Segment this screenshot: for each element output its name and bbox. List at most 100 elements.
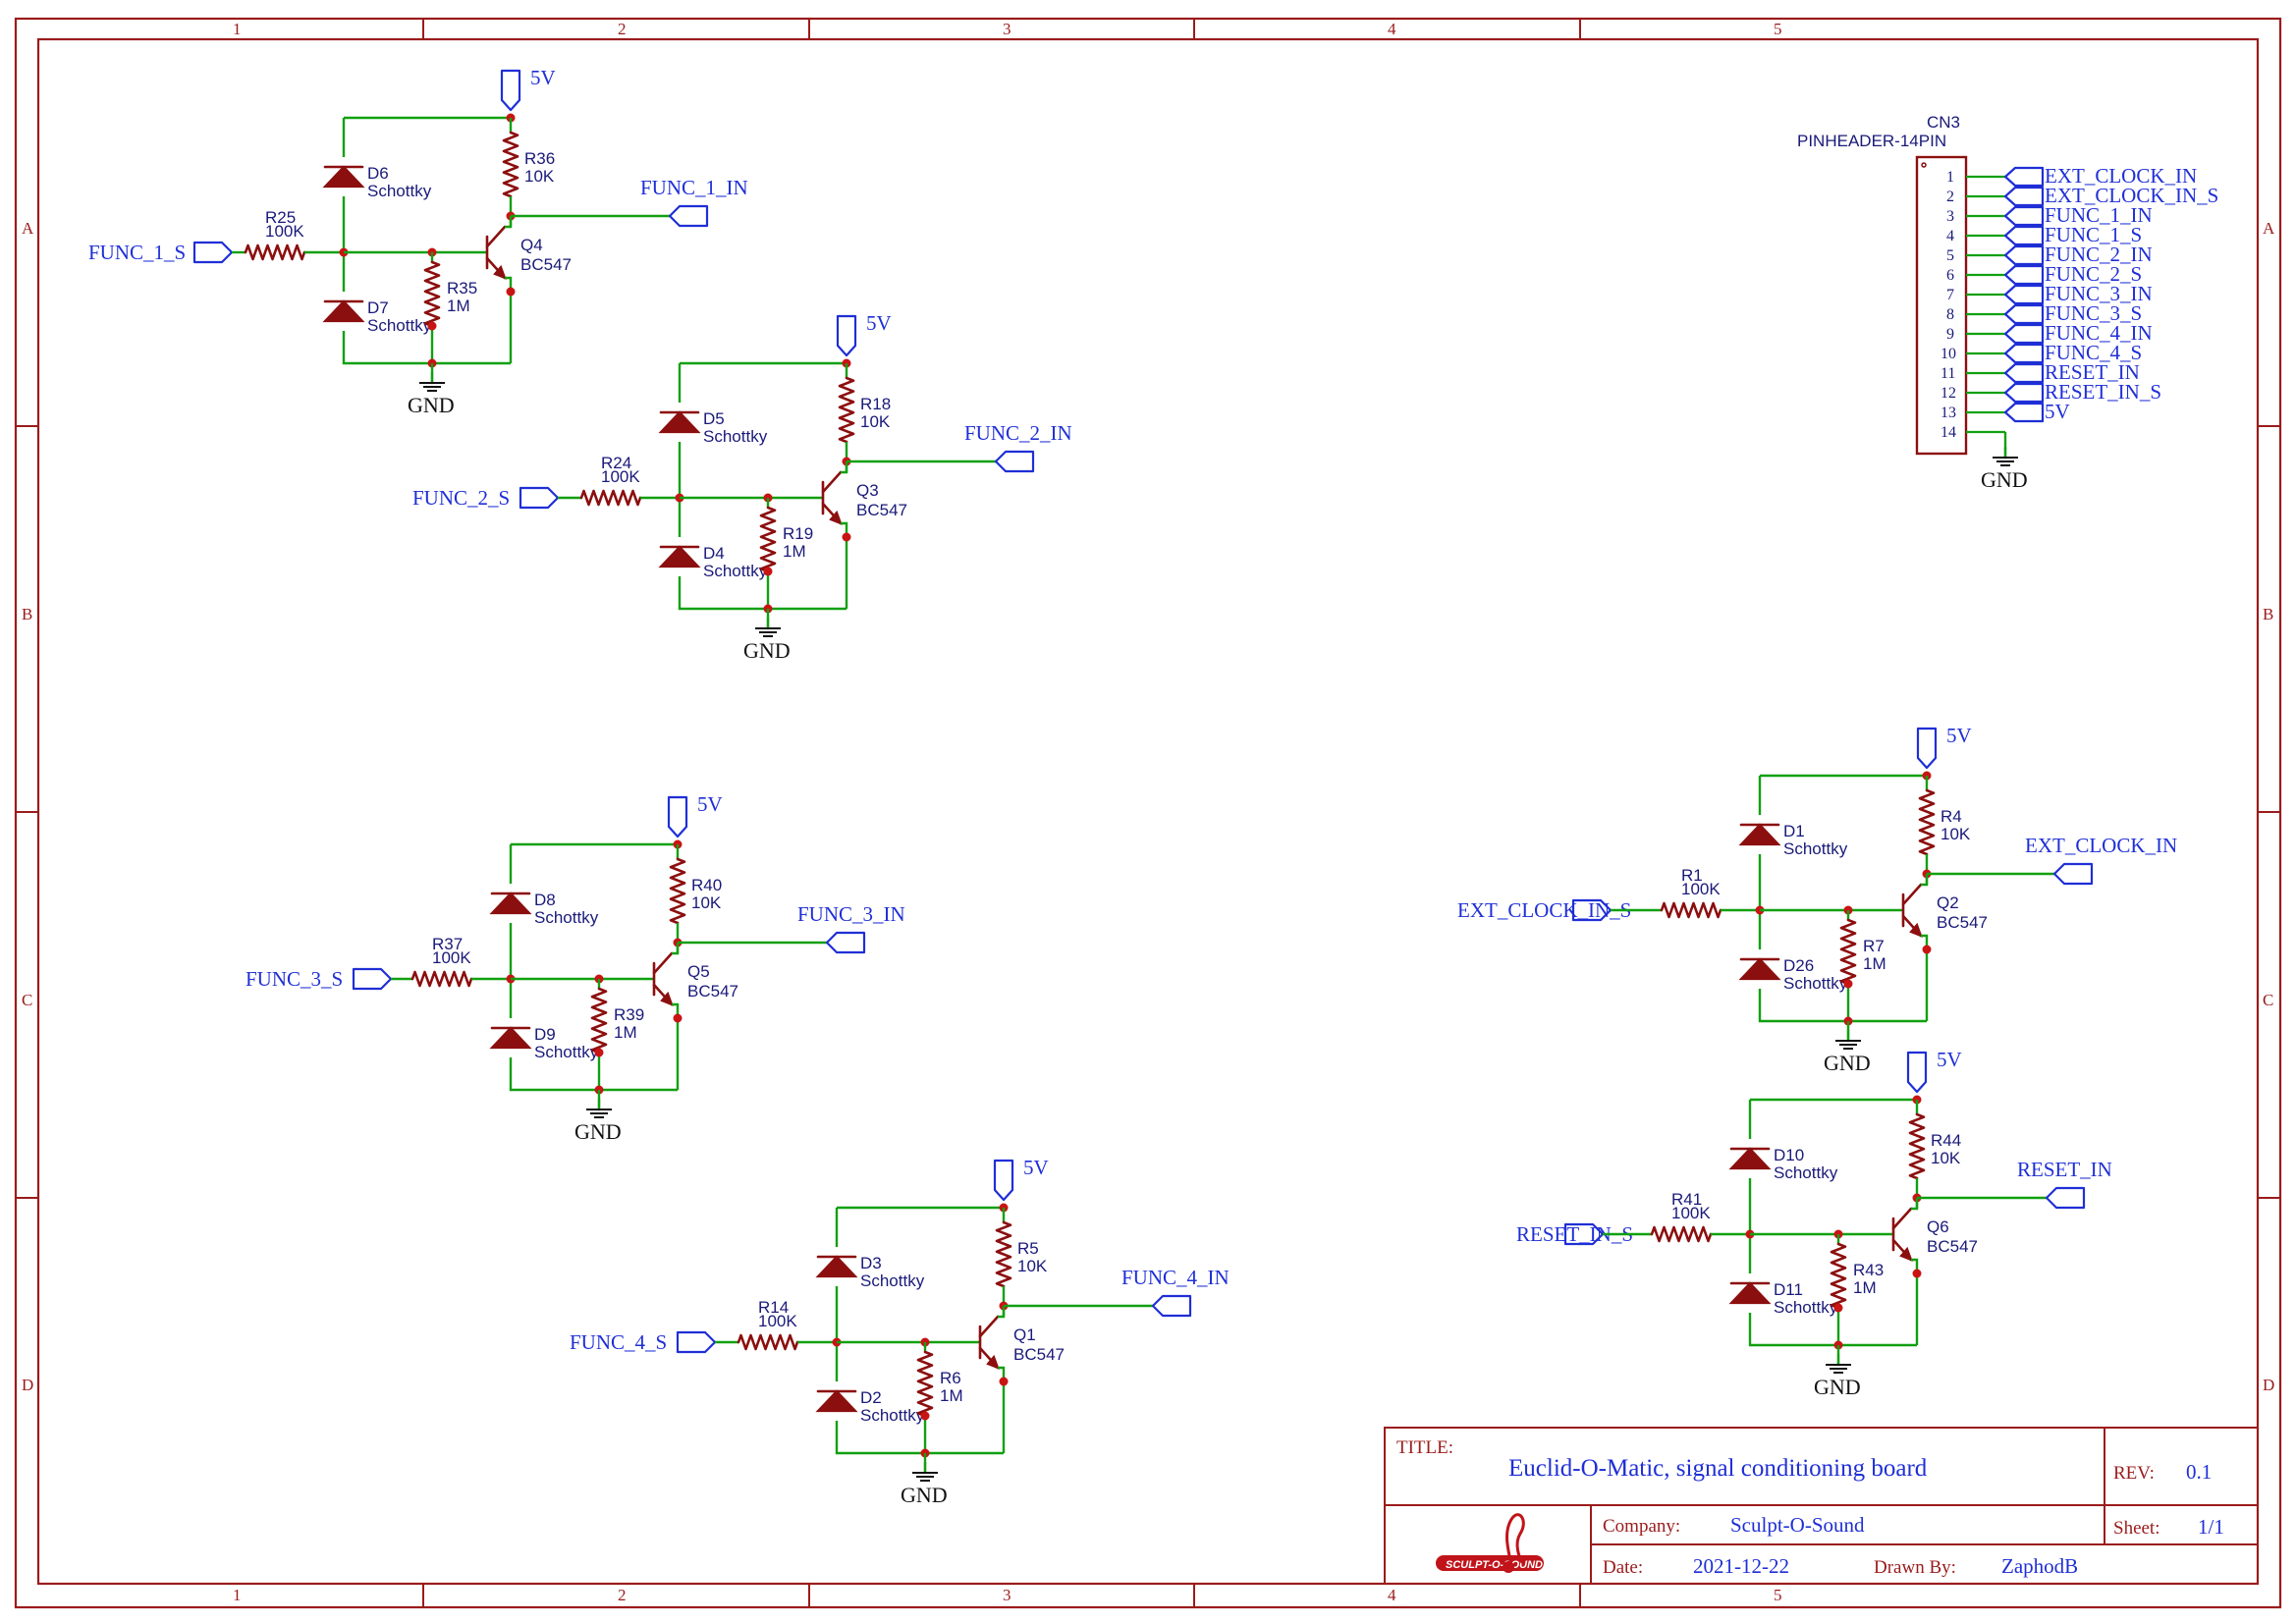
wire	[1758, 989, 1927, 1023]
resistor-ref: R44	[1931, 1131, 1961, 1150]
grid-row-right: A	[2263, 219, 2275, 238]
wire	[509, 1057, 678, 1092]
page-title: Euclid-O-Matic, signal conditioning boar…	[1508, 1455, 1928, 1482]
diode-value: Schottky	[1774, 1298, 1838, 1317]
net-label: FUNC_1_S	[88, 241, 186, 264]
net-port-in: EXT_CLOCK_IN_S	[1457, 898, 1631, 922]
net-port-out: FUNC_1_IN	[640, 176, 748, 228]
net-label: EXT_CLOCK_IN_S	[1457, 898, 1631, 922]
resistor-r4	[1918, 788, 1936, 856]
net-port-out: FUNC_2_IN	[964, 421, 1072, 473]
gnd-label: GND	[1824, 1051, 1871, 1075]
resistor-ref: R5	[1017, 1239, 1039, 1258]
resistor-ref: R7	[1863, 937, 1885, 955]
wire	[672, 943, 680, 955]
gnd-symbol: GND	[408, 371, 455, 417]
pin-net-flag	[2003, 402, 2045, 423]
title-key: TITLE:	[1396, 1437, 1453, 1458]
stage-func2: 5VD5SchottkyD4SchottkyFUNC_2_SR24100KR19…	[412, 311, 1072, 663]
transistor-q5	[652, 951, 674, 1006]
transistor-q1	[978, 1315, 1000, 1370]
net-port-in: FUNC_4_S	[570, 1330, 717, 1354]
resistor-r6	[916, 1350, 934, 1418]
grid-col-bottom: 5	[1774, 1586, 1782, 1604]
diode-ref: D3	[860, 1254, 882, 1272]
net-label: FUNC_2_S	[412, 486, 510, 510]
diode-ref: D9	[534, 1025, 556, 1044]
pin-net-flag	[2003, 225, 2045, 246]
supply-5v-flag: 5V	[667, 792, 723, 839]
pin-net-label: FUNC_4_S	[2045, 341, 2142, 364]
pin-net-label: FUNC_3_IN	[2045, 282, 2153, 305]
pin-number: 8	[1946, 306, 1954, 323]
diode-value: Schottky	[703, 427, 768, 446]
resistor-value: 100K	[758, 1312, 797, 1330]
resistor-ref: R36	[524, 149, 555, 168]
diode-value: Schottky	[367, 316, 432, 335]
pin-net-flag	[2003, 323, 2045, 345]
net-label: FUNC_4_S	[570, 1330, 667, 1354]
resistor-ref: R37	[432, 935, 463, 953]
transistor-value: BC547	[1013, 1345, 1065, 1364]
net-port-in: FUNC_1_S	[88, 241, 234, 264]
diode-ref: D6	[367, 164, 389, 183]
rev-value: 0.1	[2186, 1460, 2212, 1484]
wire	[835, 1421, 1004, 1455]
resistor-r1	[1660, 901, 1722, 919]
resistor-r24	[579, 489, 642, 507]
diode-ref: D10	[1774, 1146, 1804, 1164]
net-port-in: FUNC_2_S	[412, 486, 560, 510]
diode-ref: D11	[1774, 1280, 1803, 1299]
diode-ref: D26	[1783, 956, 1814, 975]
gnd-label: GND	[1814, 1375, 1861, 1399]
supply-5v-flag: 5V	[836, 311, 892, 357]
junction-dot	[999, 1377, 1009, 1386]
diode-d3	[815, 1255, 858, 1278]
stage-reset: 5VD10SchottkyD11SchottkyRESET_IN_SR41100…	[1516, 1048, 2112, 1399]
resistor-r14	[737, 1333, 799, 1351]
wire	[678, 576, 847, 611]
junction-dot	[427, 321, 437, 331]
grid-col-bottom: 1	[233, 1586, 242, 1604]
junction-dot	[1912, 1269, 1922, 1278]
supply-5v-flag: 5V	[500, 66, 556, 112]
diode-ref: D4	[703, 544, 725, 563]
grid-col-bottom: 3	[1003, 1586, 1011, 1604]
drawn-by-key: Drawn By:	[1874, 1557, 1956, 1578]
stage-func4: 5VD3SchottkyD2SchottkyFUNC_4_SR14100KR61…	[570, 1156, 1230, 1507]
pin-net-flag	[2003, 362, 2045, 384]
resistor-value: 100K	[1681, 880, 1721, 898]
diode-d9	[489, 1026, 532, 1050]
resistor-ref: R39	[614, 1005, 644, 1024]
resistor-ref: R6	[940, 1369, 961, 1387]
pin-number: 3	[1946, 208, 1954, 225]
pin-net-label: FUNC_1_IN	[2045, 203, 2153, 227]
resistor-value: 1M	[940, 1386, 963, 1405]
transistor-q4	[485, 225, 507, 280]
net-port-out: EXT_CLOCK_IN	[2025, 834, 2177, 886]
resistor-r43	[1830, 1242, 1847, 1310]
supply-label: 5V	[1937, 1048, 1962, 1071]
date-key: Date:	[1603, 1557, 1643, 1578]
pin-net-label: FUNC_1_S	[2045, 223, 2142, 246]
resistor-r36	[502, 131, 519, 198]
connector-ref: CN3	[1927, 113, 1960, 132]
wire	[505, 216, 513, 229]
junction-dot	[1833, 1303, 1843, 1313]
net-label: FUNC_4_IN	[1121, 1266, 1230, 1289]
wire	[998, 1306, 1006, 1319]
grid-col-bottom: 2	[618, 1586, 627, 1604]
resistor-r41	[1650, 1225, 1713, 1243]
transistor-value: BC547	[856, 501, 907, 519]
stages: 5VD6SchottkyD7SchottkyFUNC_1_SR25100KR35…	[88, 66, 2177, 1507]
wire	[1911, 1258, 1919, 1345]
connector-body	[1915, 155, 1968, 456]
junction-dot	[920, 1411, 930, 1421]
gnd-label: GND	[408, 393, 455, 417]
grid-col-top: 1	[233, 20, 242, 38]
transistor-ref: Q2	[1937, 893, 1959, 912]
supply-label: 5V	[697, 792, 723, 816]
pin-net-label: EXT_CLOCK_IN	[2045, 164, 2197, 188]
